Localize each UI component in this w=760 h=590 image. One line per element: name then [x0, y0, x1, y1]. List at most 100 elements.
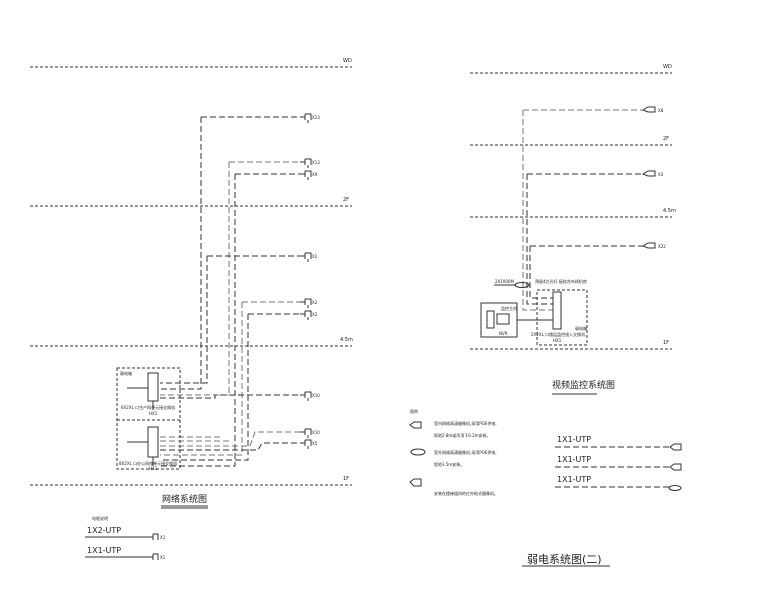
- cable-type-label: 1X1-UTP: [87, 546, 121, 555]
- cabinet-outline: [116, 367, 181, 470]
- camera-x3[interactable]: X3: [641, 170, 664, 177]
- outlet-label: X9: [312, 172, 318, 177]
- cabinet-label: 弱电箱: [575, 325, 587, 331]
- cable-x13-a-riser: [160, 117, 202, 390]
- infrared-camera-icon: [669, 443, 682, 451]
- video-diagram-title: 视频监控系统图: [552, 379, 615, 391]
- cable-x2-a: [160, 255, 300, 384]
- legend-title: 图例: [410, 408, 418, 414]
- cable-x22: [529, 245, 643, 299]
- monitor-icon: [496, 313, 510, 325]
- floor-label-4-5m: 4.5m: [663, 208, 676, 214]
- surveillance-cabinet[interactable]: 弱电箱 2X2XL 口楼层监控接入交换机 HX1: [531, 289, 588, 346]
- cable-x5: [160, 442, 300, 451]
- cable-x2-c: [160, 313, 300, 461]
- cable-legend-title: 电缆说明: [92, 515, 108, 521]
- nvr-host[interactable]: 监控主机 NVR: [480, 302, 553, 338]
- outlet-x5[interactable]: X5: [300, 439, 318, 449]
- infrared-camera-icon: [409, 478, 422, 487]
- outlet-x13-a[interactable]: X13: [300, 113, 320, 123]
- cable-x2-b: [160, 301, 300, 456]
- legend-text: 距地2.8m或吊顶下0.2m安装。: [434, 432, 491, 438]
- network-diagram-title: 网络系统图: [162, 493, 207, 505]
- outlet-label: X2: [312, 254, 318, 259]
- switch-2-label: 8X2XL 口办公网络单元接交换机: [119, 460, 177, 466]
- computer-tower-icon: [486, 310, 495, 329]
- outlet-label: X1: [160, 535, 166, 540]
- nvr-label: 监控主机: [501, 305, 517, 311]
- cable-x10-b: [160, 431, 300, 447]
- outlet-label: X5: [312, 441, 318, 446]
- outlet-x10-a[interactable]: X10: [300, 391, 320, 401]
- sheet-title: 弱电系统图(二): [527, 553, 602, 566]
- floor-label-4-5m: 4.5m: [340, 337, 353, 343]
- data-outlet-icon: [300, 113, 312, 123]
- symbol-legend: 图例 室内网络高清摄像机,采用POE供电, 距地2.8m或吊顶下0.2m安装。 …: [409, 408, 682, 496]
- data-outlet-icon: [150, 533, 159, 540]
- nvr-sublabel: NVR: [499, 331, 508, 336]
- camera-label: X22: [658, 244, 666, 249]
- cable-x13-b: [160, 161, 300, 396]
- switch-label: 2X2XL 口楼层监控接入交换机: [531, 331, 585, 337]
- floor-label-2f: 2F: [343, 197, 349, 203]
- legend-text: 安装在楼梯道间的红外枪式摄像机。: [434, 490, 498, 496]
- switch-1[interactable]: [147, 372, 159, 402]
- outlet-x2-b[interactable]: X2: [300, 298, 318, 308]
- outlet-x2-c[interactable]: X2: [300, 310, 318, 320]
- uplink-label: 2X1000M: [495, 279, 514, 284]
- ap-outlet-icon: [300, 170, 312, 180]
- switch-2[interactable]: [147, 426, 159, 458]
- ap-outlet-icon: [300, 439, 312, 449]
- outlet-x2-a[interactable]: X2: [300, 252, 318, 262]
- ap-outlet-icon: [300, 310, 312, 320]
- data-outlet-icon: [300, 252, 312, 262]
- dome-camera-icon: [410, 448, 426, 456]
- camera-label: X3: [658, 172, 664, 177]
- legend-text: 室外网络高清摄像机,采用POE供电,: [434, 449, 497, 455]
- legend-text: 室内网络高清摄像机,采用POE供电,: [434, 420, 497, 426]
- cabinet-outline: [536, 289, 588, 346]
- floor-label-1f: 1F: [343, 476, 349, 482]
- cable-type-label: 1X1-UTP: [557, 455, 591, 464]
- switch-tag: HX1: [553, 338, 562, 343]
- cabinet-label: 弱电箱: [120, 370, 132, 376]
- bullet-camera-icon: [669, 463, 682, 471]
- ap-outlet-icon: [150, 553, 159, 560]
- cable-type-label: 1X1-UTP: [557, 475, 591, 484]
- floor-label-wd: WD: [343, 58, 352, 64]
- outlet-x10-b[interactable]: X10: [300, 428, 320, 438]
- bullet-camera-icon: [409, 421, 422, 429]
- poe-switch[interactable]: [552, 291, 562, 330]
- floor-label-1f: 1F: [663, 340, 669, 346]
- outlet-x9[interactable]: X9: [300, 170, 318, 180]
- data-outlet-icon: [300, 298, 312, 308]
- legend-text: 距地3.5m安装。: [434, 461, 464, 467]
- network-system-diagram: WD 2F 4.5m 1F X13 X13 X9: [30, 58, 353, 560]
- switch-1-label: 6X2XL 口生产网单元接交换机: [121, 404, 175, 410]
- camera-x8[interactable]: X8: [641, 106, 664, 113]
- outlet-x13-b[interactable]: X13: [300, 158, 320, 168]
- weak-current-cabinet[interactable]: 弱电箱 6X2XL 口生产网单元接交换机 HX1 8X2XL 口办公网络单元接交…: [116, 367, 181, 471]
- bullet-camera-icon: [641, 242, 656, 249]
- outlet-label: X1: [160, 555, 166, 560]
- dome-camera-icon: [668, 485, 682, 491]
- floor-label-2f: 2F: [663, 136, 669, 142]
- outlet-label: X10: [312, 430, 320, 435]
- cable-x3: [526, 173, 643, 305]
- data-outlet-icon: [300, 428, 312, 438]
- cable-x8: [522, 109, 643, 311]
- outlet-label: X10: [312, 393, 320, 398]
- cable-x10-a: [160, 394, 300, 399]
- switch-2-tag: HX1: [149, 466, 158, 471]
- camera-x22[interactable]: X22: [641, 242, 666, 249]
- data-outlet-icon: [300, 158, 312, 168]
- switch-1-tag: HX1: [149, 411, 158, 416]
- outlet-label: X2: [312, 300, 318, 305]
- fiber-sleeve-icon: [514, 282, 530, 288]
- cable-type-label: 1X2-UTP: [87, 526, 121, 535]
- floor-label-wd: WD: [663, 64, 672, 70]
- outlet-label: X13: [312, 160, 320, 165]
- camera-label: X8: [658, 108, 664, 113]
- bullet-camera-icon: [641, 106, 656, 113]
